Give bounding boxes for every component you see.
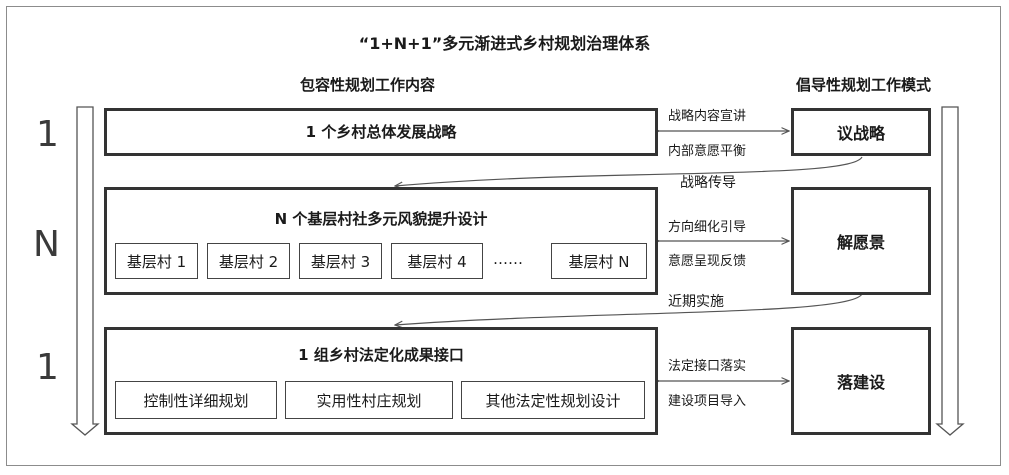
link-1-bottom-label: 内部意愿平衡: [668, 144, 747, 159]
mode-box-vision: 解愿景: [791, 187, 931, 295]
village-ellipsis: ……: [493, 250, 523, 268]
plan-item-other: 其他法定性规划设计: [461, 381, 645, 419]
transition-arrow-2: [395, 293, 863, 325]
diagram-frame: [6, 6, 1001, 466]
transition-label-1: 战略传导: [680, 175, 736, 191]
left-flow-arrow: [70, 106, 100, 436]
village-design-box-title: N 个基层村社多元风貌提升设计: [274, 210, 488, 228]
plan-item-practical: 实用性村庄规划: [285, 381, 453, 419]
strategy-box-title: 1 个乡村总体发展战略: [305, 123, 457, 141]
village-item-4: 基层村 4: [391, 243, 483, 279]
link-1-top-label: 战略内容宣讲: [668, 109, 747, 124]
level-1-bottom: 1: [36, 347, 59, 388]
right-flow-arrow: [935, 106, 965, 436]
mode-box-strategy: 议战略: [791, 108, 931, 156]
left-header: 包容性规划工作内容: [300, 76, 436, 94]
statutory-interface-box-title: 1 组乡村法定化成果接口: [298, 346, 464, 364]
statutory-interface-box: 1 组乡村法定化成果接口 控制性详细规划 实用性村庄规划 其他法定性规划设计: [104, 327, 658, 435]
mode-box-construction: 落建设: [791, 327, 931, 435]
village-item-1: 基层村 1: [115, 243, 198, 279]
link-2-bottom-label: 意愿呈现反馈: [668, 254, 747, 269]
village-item-n: 基层村 N: [551, 243, 647, 279]
plan-item-regulatory: 控制性详细规划: [115, 381, 277, 419]
strategy-box: 1 个乡村总体发展战略: [104, 108, 658, 156]
village-design-box: N 个基层村社多元风貌提升设计 基层村 1 基层村 2 基层村 3 基层村 4 …: [104, 187, 658, 295]
right-header: 倡导性规划工作模式: [796, 76, 932, 94]
village-item-3: 基层村 3: [299, 243, 382, 279]
level-n: N: [33, 224, 60, 265]
level-1-top: 1: [36, 114, 59, 155]
link-2-top-label: 方向细化引导: [668, 220, 747, 235]
link-3-bottom-label: 建设项目导入: [668, 394, 747, 409]
transition-label-2: 近期实施: [668, 294, 724, 310]
link-3-top-label: 法定接口落实: [668, 359, 747, 374]
diagram-title: “1+N+1”多元渐进式乡村规划治理体系: [358, 34, 651, 53]
transition-arrow-1: [395, 156, 863, 186]
village-item-2: 基层村 2: [207, 243, 290, 279]
